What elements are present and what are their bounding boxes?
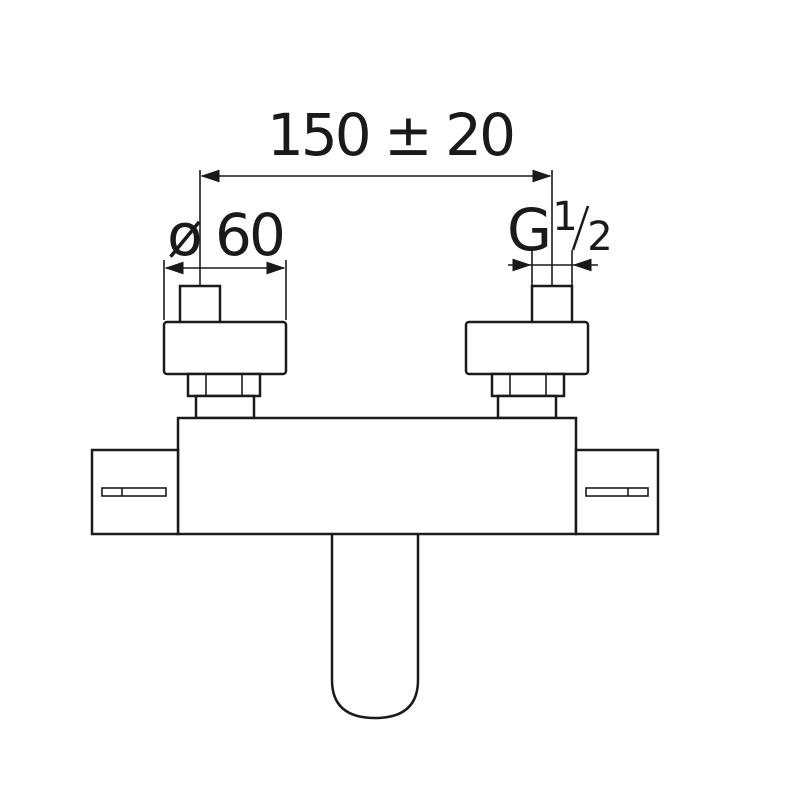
left-side-knob-body [90, 448, 180, 536]
left-inlet-nut [186, 372, 262, 398]
center-distance-label: 150 ± 20 [267, 101, 513, 169]
right-side-knob [574, 448, 660, 536]
thread-fraction-slash [571, 205, 590, 251]
right-inlet [464, 284, 590, 420]
thread-letter-label: G [507, 196, 549, 264]
left-inlet-connector [194, 394, 256, 420]
right-inlet-pipe [530, 284, 574, 326]
left-side-knob [90, 448, 180, 536]
thread-fraction-numerator: 1 [552, 194, 577, 240]
center-distance-dimension: 150 ± 20 [199, 101, 553, 290]
right-inlet-handle [464, 320, 590, 376]
left-inlet [162, 284, 288, 420]
left-inlet-handle [162, 320, 288, 376]
left-inlet-pipe [178, 284, 222, 326]
right-side-knob-marker [585, 487, 649, 497]
spout [330, 528, 420, 720]
right-inlet-nut [490, 372, 566, 398]
mixer-body [176, 416, 578, 536]
left-side-knob-marker [101, 487, 167, 497]
handle-diameter-dimension: ø 60 [163, 201, 287, 320]
right-inlet-connector [496, 394, 558, 420]
thread-dimension: G 1 2 [507, 194, 613, 290]
handle-diameter-label: ø 60 [167, 201, 283, 269]
thread-fraction-denominator: 2 [587, 214, 612, 260]
right-side-knob-body [574, 448, 660, 536]
